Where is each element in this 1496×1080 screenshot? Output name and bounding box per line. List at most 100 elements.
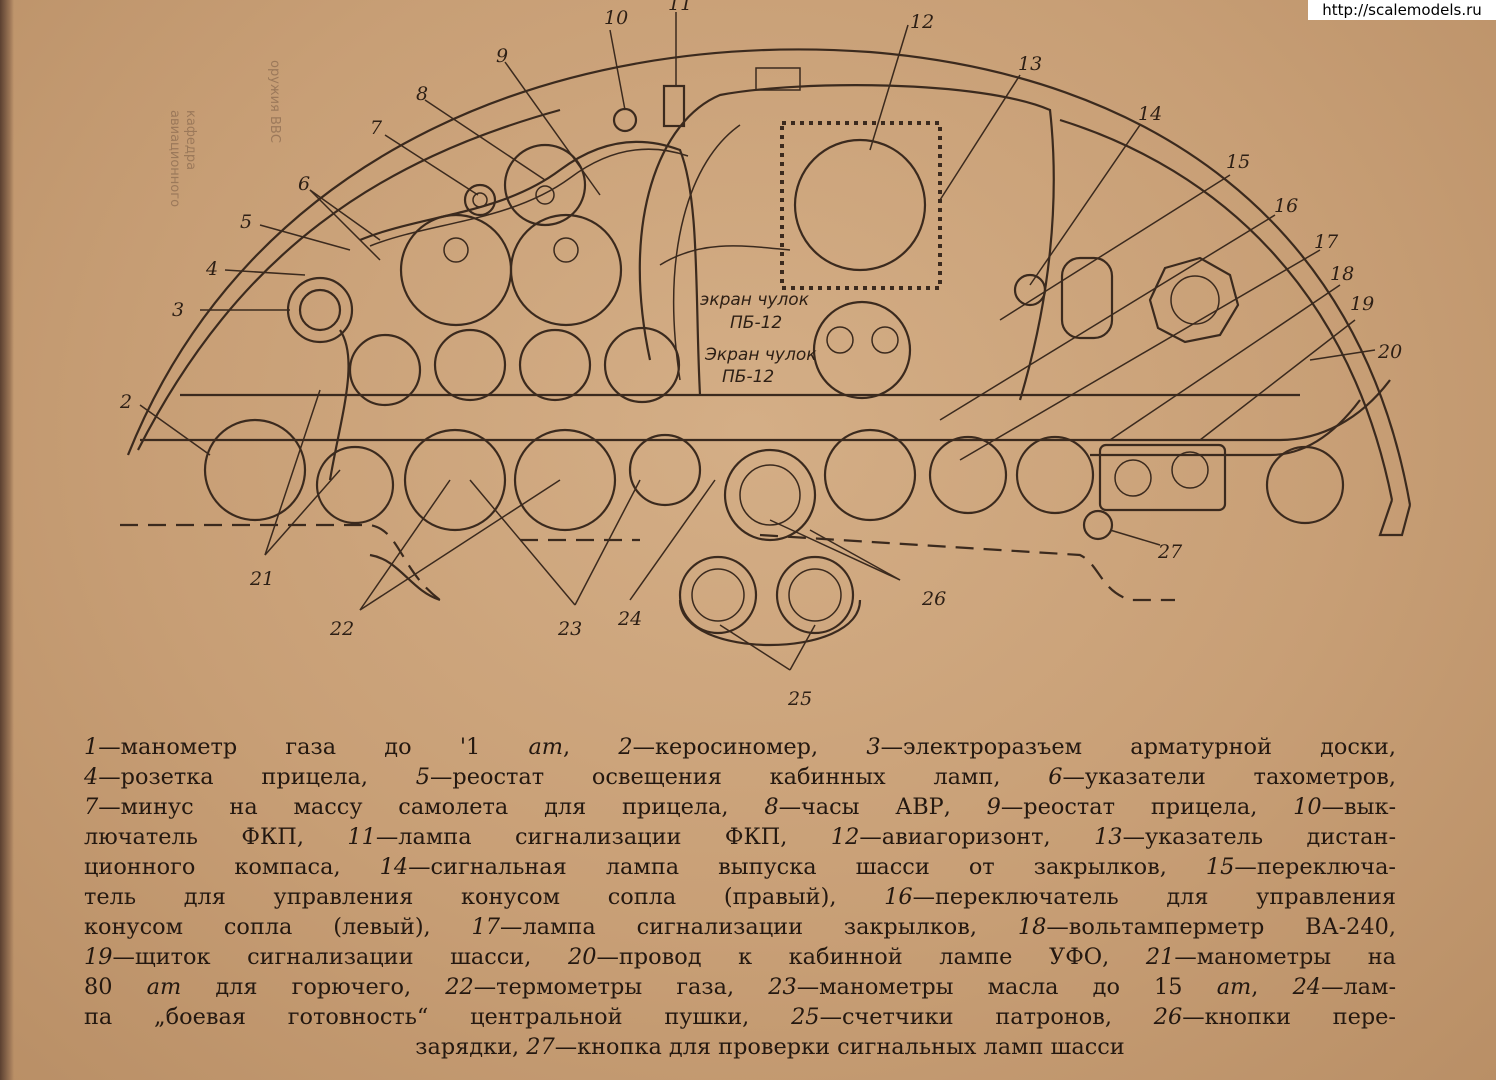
gauge-bottom-3 (403, 428, 507, 532)
legend-number: 17 (471, 914, 501, 940)
panel-outer-arc (126, 48, 1412, 506)
compass-connector-1 (826, 326, 854, 354)
legend-text: —розетка прицела, (98, 764, 416, 790)
cartridge-counter-right-inner (788, 568, 842, 622)
annotation-stocking-2: Экран чулок (704, 345, 817, 365)
legend-number: 7 (84, 794, 99, 820)
legend-number: 12 (830, 824, 860, 850)
cartridge-counter-right (775, 555, 855, 635)
callout-9: 9 (496, 45, 508, 67)
legend-number: 3 (866, 734, 881, 760)
horizon-frame (780, 121, 942, 290)
callout-16: 16 (1274, 195, 1298, 217)
legend-number: 18 (1017, 914, 1047, 940)
counter-housing (678, 599, 862, 647)
legend-text: —лампа сигнализации ФКП, (375, 824, 831, 850)
callout-2: 2 (119, 391, 132, 413)
figure-caption: 1—манометр газа до '1 ат, 2—керосиномер,… (84, 732, 1396, 1062)
legend-text: —керосиномер, (632, 734, 867, 760)
chassis-lamp-2 (1171, 451, 1209, 489)
legend-text: —реостат освещения кабинных ламп, (430, 764, 1049, 790)
legend-text: —счетчики патронов, (819, 1004, 1154, 1030)
legend-text: —провод к кабинной лампе УФО, (596, 944, 1146, 970)
legend-text: —манометр газа до '1 (98, 734, 529, 760)
caption-line: ционного компаса, 14—сигнальная лампа вы… (84, 852, 1396, 882)
legend-text: —указатели тахометров, (1062, 764, 1396, 790)
cable-bundle (359, 140, 702, 396)
legend-text: —часы АВР, (778, 794, 987, 820)
legend-text: для горючего, (181, 974, 446, 1000)
switch-nozzle (1013, 273, 1047, 307)
instrument-panel-diagram: 10 11 12 13 9 8 14 7 15 6 16 5 17 4 18 3… (119, 0, 1412, 710)
legend-text: , (563, 734, 619, 760)
cable-to-horizon (659, 245, 791, 266)
caption-line: 7—минус на массу самолета для прицела, 8… (84, 792, 1396, 822)
legend-number: 10 (1293, 794, 1322, 820)
legend-text: —термометры газа, (473, 974, 769, 1000)
callout-27: 27 (1157, 541, 1183, 563)
panel-top-housing (638, 84, 1055, 401)
legend-number: 20 (567, 944, 597, 970)
connector-cable (328, 329, 350, 481)
legend-number: 4 (84, 764, 99, 790)
legend-text: 80 (84, 974, 147, 1000)
gauge-bottom-7 (823, 428, 917, 522)
callout-10: 10 (604, 7, 628, 29)
legend-number: 26 (1153, 1004, 1183, 1030)
callout-26: 26 (921, 588, 946, 610)
gauge-tacho-left-connector (443, 237, 469, 263)
cartridge-counter-left (678, 555, 758, 635)
gauge-bottom-6-inner (739, 464, 801, 526)
gauge-bottom-6 (723, 448, 817, 542)
gauge-row3-1 (348, 333, 422, 407)
annotation-stocking-1: экран чулок (700, 290, 810, 310)
legend-number: 24 (1292, 974, 1322, 1000)
callout-13: 13 (1018, 53, 1042, 75)
leader-lines (139, 12, 1376, 671)
legend-number: 27 (526, 1034, 555, 1060)
legend-text: конусом сопла (левый), (84, 914, 472, 940)
legend-text: —щиток сигнализации шасси, (112, 944, 568, 970)
gauge-clock (503, 143, 587, 227)
legend-text: —манометры масла до 15 (796, 974, 1217, 1000)
chassis-signal-box (1060, 256, 1114, 340)
panel-right-inner-arc (1059, 118, 1394, 501)
gauge-remote-compass (812, 300, 912, 400)
gauge-row3-2 (433, 328, 507, 402)
uv-lamp-fitting (1265, 445, 1345, 525)
annotation-stocking-1-model: ПБ-12 (730, 313, 782, 333)
gauge-sight-minus (463, 183, 497, 217)
gauge-clock-connector (535, 185, 555, 205)
panel-small-rect-top (755, 67, 801, 91)
gauge-bottom-9 (1015, 435, 1095, 515)
legend-text: —кнопка для проверки сигнальных ламп шас… (554, 1034, 1125, 1060)
voltammeter-body (1148, 256, 1240, 344)
legend-text: —лампа сигнализации закрылков, (500, 914, 1018, 940)
legend-number: 9 (986, 794, 1001, 820)
callout-12: 12 (910, 11, 934, 33)
legend-number: 19 (84, 944, 113, 970)
callout-25: 25 (787, 688, 812, 710)
gauge-bottom-5 (628, 433, 702, 507)
callout-18: 18 (1330, 263, 1354, 285)
lower-left-bracket (369, 553, 441, 602)
callout-22: 22 (329, 618, 354, 640)
callout-17: 17 (1314, 231, 1339, 253)
panel-inner-arc (137, 108, 561, 451)
legend-text: лючатель ФКП, (84, 824, 348, 850)
gauge-bottom-1 (203, 418, 307, 522)
caption-line: зарядки, 27—кнопка для проверки сигнальн… (84, 1032, 1396, 1062)
callout-5: 5 (240, 211, 252, 233)
caption-line: тель для управления конусом сопла (правы… (84, 882, 1396, 912)
caption-line: конусом сопла (левый), 17—лампа сигнализ… (84, 912, 1396, 942)
mounting-rail-lower (1090, 399, 1361, 457)
legend-text: —лам- (1321, 974, 1397, 1000)
legend-number: 2 (618, 734, 633, 760)
gauge-tacho-right (509, 213, 623, 327)
gauge-bottom-4 (513, 428, 617, 532)
legend-text: зарядки, (415, 1034, 527, 1060)
legend-number: 23 (768, 974, 797, 1000)
callout-23: 23 (557, 618, 582, 640)
panel-right-lip (1378, 499, 1412, 537)
